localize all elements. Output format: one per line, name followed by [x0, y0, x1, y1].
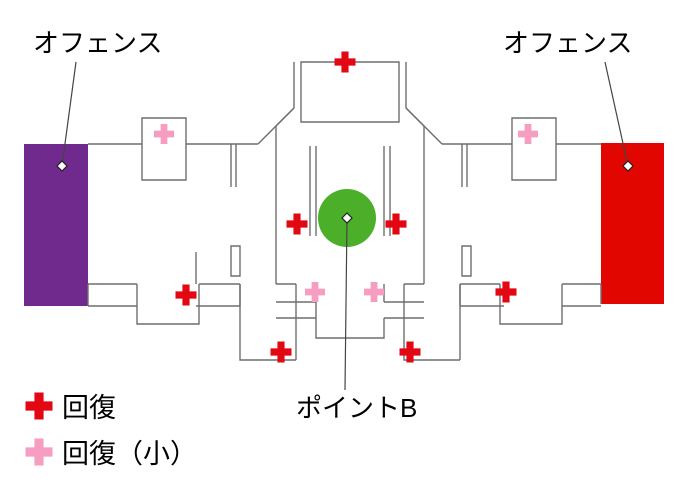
- point-b-label: ポイントB: [296, 393, 417, 423]
- wall-segment: [239, 284, 296, 361]
- wall-segment: [141, 117, 187, 181]
- wall-segment: [499, 284, 563, 325]
- zones-layer: [24, 143, 664, 306]
- red-cross-icon[interactable]: [175, 284, 197, 306]
- annotation-labels: オフェンス オフェンス ポイントB: [33, 28, 632, 423]
- red-cross-icon[interactable]: [399, 341, 421, 363]
- annotation-leaders: [56, 61, 634, 391]
- offense-left-leader-line: [61, 61, 77, 167]
- wall-segment: [275, 107, 295, 196]
- wall-segment: [461, 245, 472, 277]
- pink-cross-icon[interactable]: [518, 124, 538, 144]
- pink-cross-icon[interactable]: [305, 282, 325, 302]
- pink-cross-icon: [25, 438, 53, 466]
- offense-left-zone[interactable]: [24, 144, 88, 306]
- red-cross-icon: [25, 392, 53, 420]
- pickups-layer: [154, 51, 538, 363]
- point-b-leader-line: [344, 217, 348, 391]
- wall-segment: [315, 318, 385, 339]
- wall-segment: [403, 284, 460, 361]
- offense-right-anchor-dot: [622, 160, 634, 172]
- offense-right-leader-line: [604, 61, 629, 167]
- wall-segment: [405, 107, 425, 196]
- red-cross-icon[interactable]: [495, 281, 517, 303]
- offense-left-anchor-dot: [56, 160, 68, 172]
- red-cross-icon[interactable]: [334, 51, 356, 73]
- red-cross-icon[interactable]: [286, 213, 308, 235]
- offense-left-label: オフェンス: [33, 28, 162, 58]
- point-b-anchor-dot: [341, 212, 353, 224]
- legend-item-label-heal-small: 回復（小）: [62, 439, 197, 469]
- wall-segment: [300, 61, 400, 123]
- pink-cross-icon[interactable]: [154, 124, 174, 144]
- offense-right-label: オフェンス: [503, 28, 632, 58]
- offense-right-zone[interactable]: [601, 143, 664, 304]
- legend: 回復 回復（小）: [25, 392, 197, 469]
- wall-segment: [511, 117, 557, 181]
- wall-segment: [230, 245, 241, 277]
- map-walls: [87, 61, 602, 361]
- wall-segment: [136, 284, 200, 325]
- red-cross-icon[interactable]: [270, 341, 292, 363]
- red-cross-icon[interactable]: [385, 213, 407, 235]
- pink-cross-icon[interactable]: [364, 282, 384, 302]
- legend-item-label-heal: 回復: [62, 393, 116, 423]
